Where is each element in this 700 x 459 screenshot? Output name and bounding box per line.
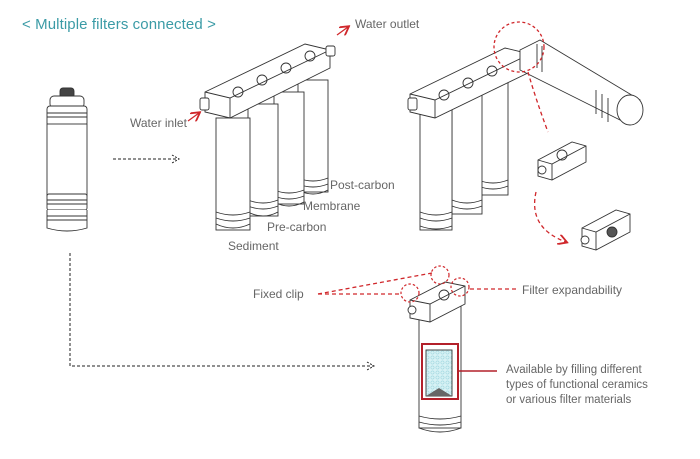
side-connector-icon [580, 209, 631, 251]
description-line: types of functional ceramics [506, 379, 648, 391]
flow-arrow-down-right [69, 253, 376, 371]
membrane-label: Membrane [303, 199, 361, 213]
expansion-highlight-circle [493, 21, 545, 73]
single-housing-filter-icon [407, 281, 466, 433]
expanded-filter-assembly-icon [407, 39, 644, 231]
pre-carbon-label: Pre-carbon [267, 220, 327, 234]
water-outlet-label: Water outlet [355, 17, 420, 31]
filter-expandability-label: Filter expandability [522, 283, 623, 297]
sediment-label: Sediment [228, 239, 279, 253]
water-outlet-arrow [336, 27, 348, 35]
post-carbon-label: Post-carbon [330, 178, 395, 192]
expansion-path-1 [527, 71, 549, 133]
fixed-clip-label: Fixed clip [253, 287, 304, 301]
fixed-clip-circle-1 [400, 283, 420, 303]
four-filter-assembly-icon [199, 43, 336, 231]
fixed-clip-leader-1 [317, 272, 433, 295]
water-inlet-label: Water inlet [130, 116, 187, 130]
description-line: or various filter materials [506, 394, 632, 406]
ceramic-description: Available by filling different types of … [506, 363, 648, 408]
single-filter-icon [46, 87, 88, 232]
diagram-title: < Multiple filters connected > [22, 16, 216, 33]
description-line: Available by filling different [506, 364, 642, 376]
expandability-circle [450, 277, 470, 297]
water-inlet-arrow [187, 113, 199, 121]
expansion-path-2 [534, 191, 566, 242]
fixed-clip-circle-2 [430, 265, 450, 285]
connector-module-icon [537, 141, 587, 181]
